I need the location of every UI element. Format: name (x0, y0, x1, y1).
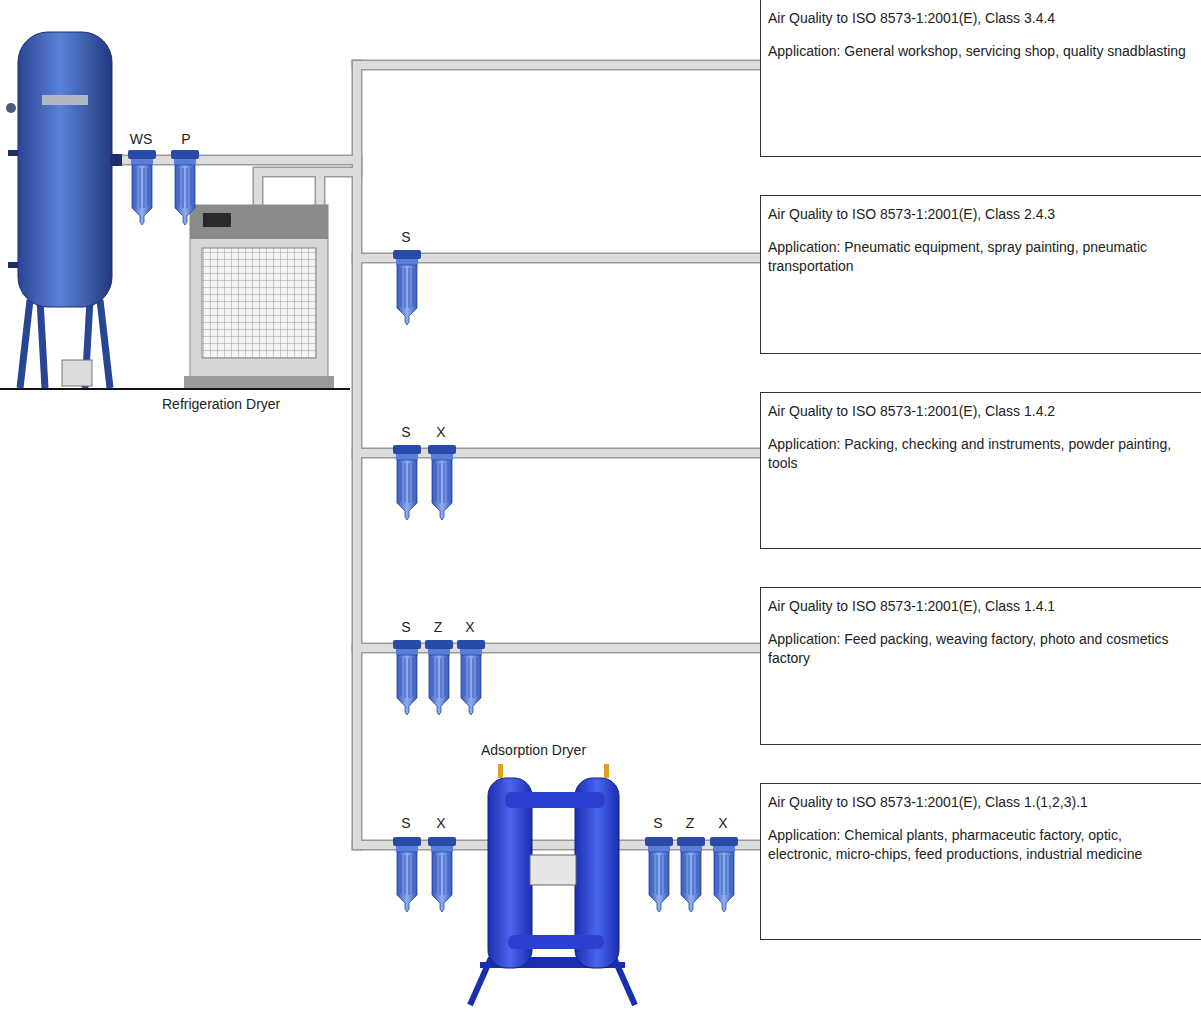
application-text: Application: Feed packing, weaving facto… (768, 630, 1189, 668)
application-text: Application: Packing, checking and instr… (768, 435, 1189, 473)
spec-box: Air Quality to ISO 8573-1:2001(E), Class… (760, 392, 1201, 549)
filter-grade-label: Z (686, 815, 695, 831)
filter-grade-label: P (181, 131, 190, 147)
filter-housings (128, 150, 738, 912)
refrigeration-dryer (184, 205, 334, 388)
filter-grade-label: S (401, 815, 410, 831)
quality-class: Air Quality to ISO 8573-1:2001(E), Class… (768, 9, 1189, 28)
quality-class: Air Quality to ISO 8573-1:2001(E), Class… (768, 597, 1189, 616)
filter-grade-label: X (436, 424, 445, 440)
pipe-network (112, 65, 762, 845)
filter-grade-label: X (436, 815, 445, 831)
application-text: Application: General workshop, servicing… (768, 42, 1189, 61)
application-text: Application: Chemical plants, pharmaceut… (768, 826, 1189, 864)
filter-grade-label: S (401, 424, 410, 440)
quality-class: Air Quality to ISO 8573-1:2001(E), Class… (768, 793, 1189, 812)
filter-grade-label: S (401, 619, 410, 635)
filter-grade-label: X (718, 815, 727, 831)
ground-line (0, 388, 350, 390)
filter-grade-label: S (401, 229, 410, 245)
filter-grade-label: Z (434, 619, 443, 635)
equipment-label: Refrigeration Dryer (162, 396, 280, 412)
filter-grade-label: WS (130, 131, 153, 147)
spec-box: Air Quality to ISO 8573-1:2001(E), Class… (760, 0, 1201, 157)
air-receiver-tank (6, 32, 122, 388)
filter-grade-label: X (465, 619, 474, 635)
quality-class: Air Quality to ISO 8573-1:2001(E), Class… (768, 205, 1189, 224)
spec-box: Air Quality to ISO 8573-1:2001(E), Class… (760, 195, 1201, 354)
adsorption-dryer (470, 764, 635, 1005)
spec-box: Air Quality to ISO 8573-1:2001(E), Class… (760, 587, 1201, 745)
equipment-label: Adsorption Dryer (481, 742, 586, 758)
quality-class: Air Quality to ISO 8573-1:2001(E), Class… (768, 402, 1189, 421)
filter-grade-label: S (653, 815, 662, 831)
spec-box: Air Quality to ISO 8573-1:2001(E), Class… (760, 783, 1201, 940)
application-text: Application: Pneumatic equipment, spray … (768, 238, 1189, 276)
